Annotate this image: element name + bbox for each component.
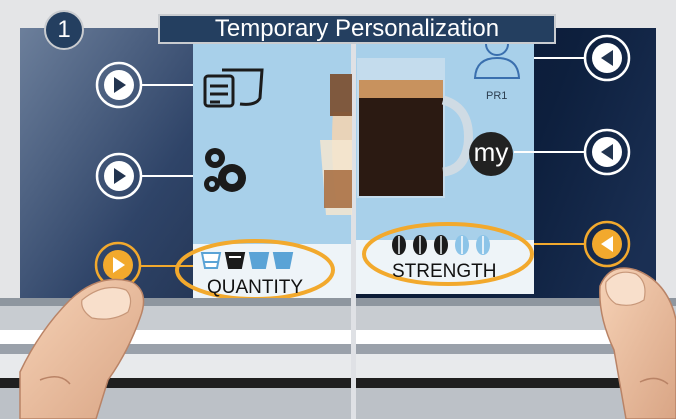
quantity-cups-icon	[200, 252, 294, 269]
play-button-2	[95, 152, 143, 200]
play-button-1	[95, 61, 143, 109]
quantity-label: QUANTITY	[207, 277, 304, 298]
gears-icon	[204, 148, 246, 192]
strength-label: STRENGTH	[392, 261, 497, 282]
play-button-3-highlighted	[94, 241, 142, 289]
strength-highlight	[362, 222, 534, 286]
cup-list-icon	[203, 68, 264, 108]
coffee-mug-image	[357, 58, 473, 198]
quantity-button[interactable]	[96, 243, 140, 287]
back-button-3-highlighted	[583, 220, 631, 268]
profile-label: PR1	[486, 90, 508, 102]
strength-button[interactable]	[585, 222, 629, 266]
right-finger	[599, 267, 676, 419]
page-title: Temporary Personalization	[158, 14, 556, 44]
coffee-glass-image	[320, 74, 352, 215]
back-button-top[interactable]	[585, 36, 629, 80]
back-button-1	[583, 34, 631, 82]
play-button-top[interactable]	[97, 63, 141, 107]
strength-beans-icon	[392, 235, 490, 255]
back-button-2	[583, 128, 631, 176]
my-button[interactable]: my	[469, 132, 513, 176]
back-button-middle[interactable]	[585, 130, 629, 174]
left-finger	[19, 278, 145, 419]
play-button-middle[interactable]	[97, 154, 141, 198]
step-number-badge: 1	[44, 10, 84, 50]
